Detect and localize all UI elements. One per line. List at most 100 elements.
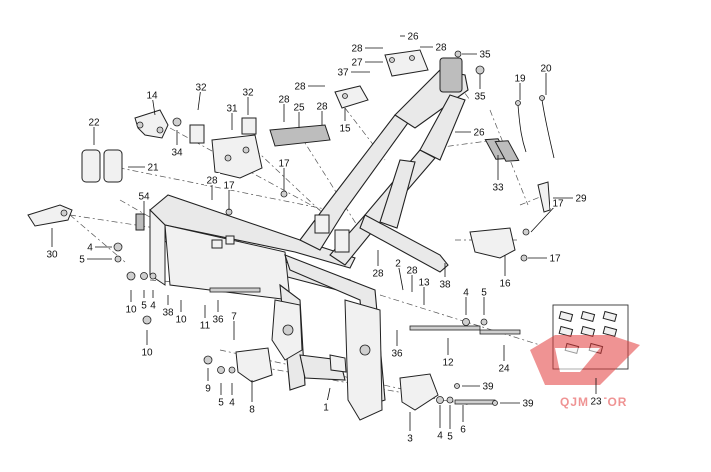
callout-bg-15	[337, 121, 353, 133]
callout-number-10: 10	[125, 305, 137, 316]
callout-number-5: 5	[447, 432, 453, 443]
callout-bg-4	[435, 428, 445, 440]
callout-number-28: 28	[351, 44, 363, 55]
callout-bg-3	[405, 431, 415, 443]
callout-bg-27	[349, 55, 365, 67]
callout-bg-13	[416, 275, 432, 287]
callout-number-6: 6	[460, 425, 466, 436]
callout-bg-28	[349, 41, 365, 53]
cables-19-20	[515, 95, 555, 159]
callout-number-29: 29	[575, 194, 587, 205]
callout-bg-9	[203, 381, 213, 393]
callout-number-28: 28	[206, 176, 218, 187]
callout-bg-4	[227, 395, 237, 407]
callout-number-33: 33	[492, 183, 504, 194]
callout-bg-10	[123, 302, 139, 314]
callout-bg-26	[405, 29, 421, 41]
callout-number-28: 28	[278, 95, 290, 106]
bracket-8	[235, 347, 273, 383]
lever-30	[27, 204, 73, 227]
callout-number-4: 4	[463, 288, 469, 299]
callout-bg-30	[44, 247, 60, 259]
callout-bg-34	[169, 145, 185, 157]
callout-bg-29	[573, 191, 589, 203]
callout-bg-17	[547, 251, 563, 263]
callout-number-20: 20	[540, 64, 552, 75]
callout-number-4: 4	[87, 243, 93, 254]
callout-bg-23	[588, 394, 604, 406]
callout-number-17: 17	[552, 199, 564, 210]
plate-25	[269, 124, 331, 147]
callout-number-12: 12	[442, 358, 454, 369]
callout-number-17: 17	[278, 159, 290, 170]
callout-number-34: 34	[171, 148, 183, 159]
rubber-pads-22	[81, 149, 123, 183]
callout-number-32: 32	[242, 88, 254, 99]
callout-bg-4	[461, 285, 471, 297]
callout-number-24: 24	[498, 364, 510, 375]
callout-number-30: 30	[46, 250, 58, 261]
callout-number-39: 39	[522, 399, 534, 410]
callout-bg-37	[335, 65, 351, 77]
callout-bg-8	[247, 402, 257, 414]
callout-number-38: 38	[439, 280, 451, 291]
callout-bg-39	[520, 396, 536, 408]
callout-bg-5	[479, 285, 489, 297]
callout-number-37: 37	[337, 68, 349, 79]
callout-bg-20	[538, 61, 554, 73]
callout-number-10: 10	[175, 315, 187, 326]
bracket-3	[399, 373, 439, 411]
footrest-bracket-16	[469, 227, 516, 259]
callout-bg-10	[139, 345, 155, 357]
callout-number-2: 2	[395, 259, 401, 270]
callout-number-17: 17	[223, 181, 235, 192]
callout-number-17: 17	[549, 254, 561, 265]
callout-number-4: 4	[229, 398, 235, 409]
callout-bg-19	[512, 71, 528, 83]
callout-bg-16	[497, 276, 513, 288]
callout-number-26: 26	[407, 32, 419, 43]
callout-bg-35	[477, 47, 493, 59]
callout-number-5: 5	[218, 398, 224, 409]
callout-bg-38	[437, 277, 453, 289]
callout-number-28: 28	[406, 266, 418, 277]
callout-bg-36	[210, 312, 226, 324]
callout-number-9: 9	[205, 384, 211, 395]
callout-bg-1	[321, 400, 331, 412]
callout-bg-6	[458, 422, 468, 434]
washers-nuts	[113, 50, 530, 406]
callout-bg-4	[85, 240, 95, 252]
callout-bg-38	[160, 305, 176, 317]
callout-number-1: 1	[323, 403, 329, 414]
watermark-logo: QJMOTOR	[530, 335, 640, 409]
callout-bg-31	[224, 101, 240, 113]
callout-bg-36	[389, 346, 405, 358]
callout-number-26: 26	[473, 128, 485, 139]
callout-number-15: 15	[339, 124, 351, 135]
callout-number-28: 28	[316, 102, 328, 113]
callout-number-4: 4	[150, 301, 156, 312]
callout-bg-17	[550, 196, 566, 208]
callout-bg-28	[204, 173, 220, 185]
bracket-15	[334, 85, 369, 109]
callout-number-28: 28	[294, 82, 306, 93]
callout-number-16: 16	[499, 279, 511, 290]
callout-bg-28	[404, 263, 420, 275]
callout-bg-28	[370, 266, 386, 278]
callout-number-25: 25	[293, 103, 305, 114]
callout-bg-5	[77, 252, 87, 264]
callout-number-39: 39	[482, 382, 494, 393]
callout-bg-24	[496, 361, 512, 373]
callout-number-13: 13	[418, 278, 430, 289]
callout-bg-12	[440, 355, 456, 367]
callout-bg-32	[240, 85, 256, 97]
callout-number-7: 7	[231, 312, 237, 323]
callout-number-4: 4	[437, 431, 443, 442]
callout-bg-25	[291, 100, 307, 112]
callout-bg-32	[193, 80, 209, 92]
top-bracket-27	[384, 49, 429, 77]
callout-number-8: 8	[249, 405, 255, 416]
